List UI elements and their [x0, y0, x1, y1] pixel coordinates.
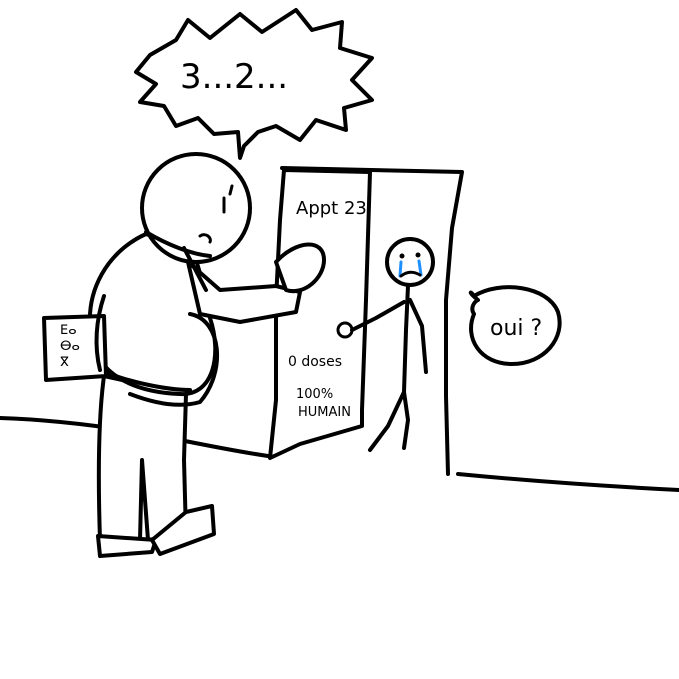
- clipboard-board: [42, 314, 108, 382]
- door-knob: [336, 321, 354, 339]
- door-panel-outline: [268, 168, 372, 460]
- reply-bubble-text: oui ?: [490, 316, 542, 341]
- stick-figure-head: [385, 237, 435, 287]
- reply-bubble: oui ?: [468, 285, 562, 366]
- man-arm-back: [94, 294, 106, 372]
- stick-figure-arm-left: [350, 300, 406, 332]
- speech-bubble: 3...2...: [134, 8, 374, 160]
- man-legs: [96, 374, 188, 542]
- man-belt: [102, 370, 192, 392]
- man-belly: [128, 312, 220, 407]
- stick-figure-body: [402, 284, 410, 394]
- stick-figure-sad-mouth: [399, 270, 422, 278]
- clipboard: ⴹⴰ ⴱⴰ ⴳ: [42, 314, 108, 382]
- stick-figure-left-eye: [399, 253, 405, 259]
- stick-figure-leg-right: [402, 390, 410, 450]
- man-left-shoe: [96, 534, 158, 558]
- door-human-text: HUMAIN: [298, 405, 351, 420]
- stick-figure-right-eye: [415, 252, 421, 258]
- man-fist: [274, 242, 326, 294]
- clipboard-line-2: ⴱⴰ: [60, 339, 80, 354]
- ground-line-right: [456, 472, 679, 492]
- stick-figure-arm-right: [408, 298, 428, 374]
- stick-figure-tear-right: [417, 259, 423, 277]
- door-doses-text: 0 doses: [288, 354, 342, 370]
- speech-bubble-text: 3...2...: [180, 57, 288, 97]
- stick-figure-tear-left: [398, 260, 403, 278]
- stick-figure: [350, 237, 435, 452]
- reply-bubble-outline: [468, 285, 562, 366]
- man-right-shoe: [150, 504, 216, 556]
- man-neck: [144, 230, 212, 258]
- man-arm-extended: [186, 260, 302, 324]
- man-tie: [182, 246, 208, 292]
- clipboard-line-3: ⴳ: [60, 355, 69, 370]
- stick-figure-leg-left: [368, 390, 406, 452]
- speech-bubble-outline: [134, 8, 374, 160]
- man: ⴹⴰ ⴱⴰ ⴳ: [42, 152, 326, 558]
- clipboard-line-1: ⴹⴰ: [60, 323, 77, 338]
- door-percent-text: 100%: [296, 387, 333, 402]
- man-eye-2: [228, 184, 234, 196]
- door: Appt 23 0 doses 100% HUMAIN: [268, 166, 464, 476]
- door-apartment-label: Appt 23: [296, 198, 367, 219]
- door-frame-outline: [280, 166, 464, 476]
- man-mouth: [198, 233, 212, 244]
- man-head: [140, 152, 252, 264]
